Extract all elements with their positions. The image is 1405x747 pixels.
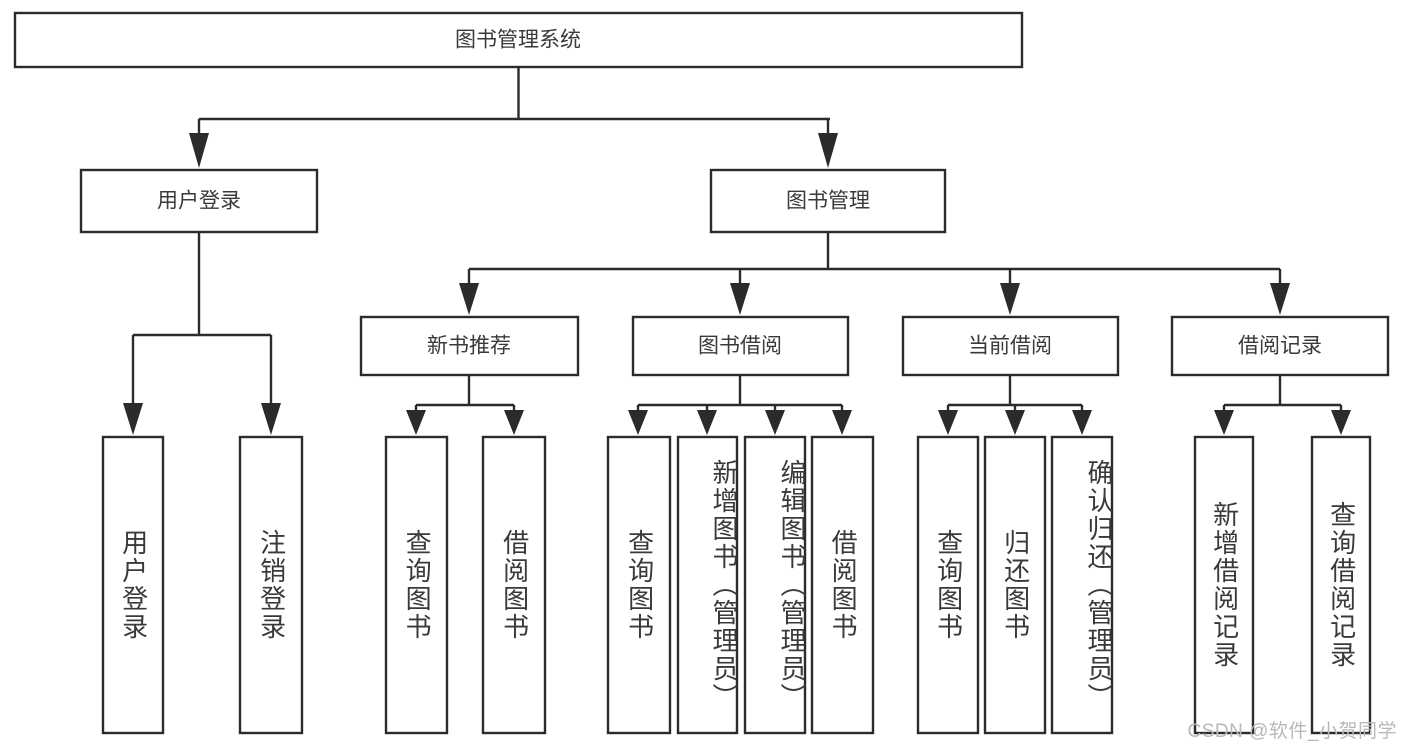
node-user-login[interactable]: 用户登录 bbox=[79, 168, 319, 234]
leaf-label-br-add-record: 新增借阅记录 bbox=[1209, 501, 1240, 669]
leaf-box-cb-return-book[interactable] bbox=[983, 435, 1047, 735]
node-box bbox=[1170, 315, 1390, 377]
connector-layer bbox=[123, 67, 1351, 435]
node-label: 用户登录 bbox=[157, 190, 241, 213]
leaf-box-user-login[interactable] bbox=[101, 435, 165, 735]
node-book-management[interactable]: 图书管理 bbox=[709, 168, 947, 234]
arrowhead-leaf-user-logout bbox=[261, 403, 281, 435]
arrowhead-leaf-cb-query bbox=[938, 410, 958, 435]
edge-newbookrec-bus bbox=[414, 375, 516, 412]
leaf-box-user-logout[interactable] bbox=[238, 435, 304, 735]
leaf-box-nbr-query-book[interactable] bbox=[384, 435, 449, 735]
leaf-label-nbr-query-book: 查询图书 bbox=[402, 529, 433, 641]
leaf-box-nbr-borrow-book[interactable] bbox=[481, 435, 547, 735]
node-label: 图书借阅 bbox=[698, 335, 782, 358]
arrowhead-to-new-book-rec bbox=[459, 283, 479, 315]
node-box bbox=[901, 315, 1120, 377]
node-box bbox=[79, 168, 319, 234]
arrowhead-to-borrow-record bbox=[1270, 283, 1290, 315]
node-root-system[interactable]: 图书管理系统 bbox=[13, 11, 1024, 69]
leaf-label-user-login: 用户登录 bbox=[118, 529, 149, 641]
arrowhead-leaf-bb-borrow bbox=[832, 410, 852, 435]
arrowhead-leaf-cb-confirm bbox=[1072, 410, 1092, 435]
arrowhead-leaf-cb-return bbox=[1005, 410, 1025, 435]
arrowhead-leaf-nbr-borrow bbox=[504, 410, 524, 435]
arrowhead-leaf-user-login bbox=[123, 403, 143, 435]
node-box bbox=[709, 168, 947, 234]
leaf-label-cb-return-book: 归还图书 bbox=[1000, 529, 1031, 641]
leaf-label-cb-confirm-return: 确认归还（管理员） bbox=[1084, 459, 1114, 711]
leaf-box-bb-edit-book[interactable] bbox=[743, 435, 807, 735]
node-label: 图书管理 bbox=[786, 190, 870, 213]
arrowhead-leaf-br-query bbox=[1331, 410, 1351, 435]
node-borrow-record[interactable]: 借阅记录 bbox=[1170, 315, 1390, 377]
leaf-label-bb-edit-book: 编辑图书（管理员） bbox=[777, 459, 807, 711]
edge-currentborrow-bus bbox=[946, 375, 1084, 412]
arrowhead-to-book-borrow bbox=[730, 283, 750, 315]
leaf-label-br-query-record: 查询借阅记录 bbox=[1326, 501, 1357, 669]
arrowhead-to-current-borrow bbox=[1000, 283, 1020, 315]
leaf-label-bb-borrow-book: 借阅图书 bbox=[828, 529, 859, 641]
node-current-borrow[interactable]: 当前借阅 bbox=[901, 315, 1120, 377]
node-label: 当前借阅 bbox=[968, 335, 1052, 358]
arrowhead-leaf-bb-query bbox=[628, 410, 648, 435]
leaf-label-nbr-borrow-book: 借阅图书 bbox=[499, 529, 530, 641]
edge-userlogin-bus bbox=[131, 232, 273, 405]
leaf-box-bb-query-book[interactable] bbox=[606, 435, 672, 735]
leaf-label-bb-add-book: 新增图书（管理员） bbox=[709, 459, 739, 711]
arrowhead-leaf-nbr-query bbox=[406, 410, 426, 435]
node-box bbox=[631, 315, 850, 377]
leaf-box-cb-confirm-return[interactable] bbox=[1050, 435, 1114, 735]
arrowhead-to-user-login bbox=[189, 133, 209, 168]
node-box bbox=[13, 11, 1024, 69]
leaf-label-user-logout: 注销登录 bbox=[256, 529, 287, 641]
node-label: 新书推荐 bbox=[427, 335, 511, 358]
arrowhead-to-book-manage bbox=[818, 133, 838, 168]
edge-borrowrecord-bus bbox=[1222, 375, 1343, 412]
node-book-borrow[interactable]: 图书借阅 bbox=[631, 315, 850, 377]
arrowhead-leaf-bb-edit bbox=[765, 410, 785, 435]
edge-root-bus bbox=[197, 67, 830, 135]
node-new-book-recommend[interactable]: 新书推荐 bbox=[359, 315, 580, 377]
leaf-label-cb-query-book: 查询图书 bbox=[933, 529, 964, 641]
leaf-box-bb-borrow-book[interactable] bbox=[810, 435, 875, 735]
edge-bookborrow-bus bbox=[636, 375, 844, 412]
leaf-box-layer bbox=[101, 435, 1372, 735]
leaf-box-bb-add-book[interactable] bbox=[676, 435, 739, 735]
leaf-box-br-query-record[interactable] bbox=[1310, 435, 1372, 735]
edge-bookmanage-bus bbox=[467, 232, 1282, 285]
arrowhead-leaf-bb-add bbox=[697, 410, 717, 435]
node-box bbox=[359, 315, 580, 377]
leaf-box-cb-query-book[interactable] bbox=[916, 435, 980, 735]
leaf-label-bb-query-book: 查询图书 bbox=[624, 529, 655, 641]
node-label: 借阅记录 bbox=[1238, 335, 1322, 358]
node-label: 图书管理系统 bbox=[455, 29, 581, 52]
arrowhead-leaf-br-add bbox=[1214, 410, 1234, 435]
leaf-box-br-add-record[interactable] bbox=[1193, 435, 1255, 735]
